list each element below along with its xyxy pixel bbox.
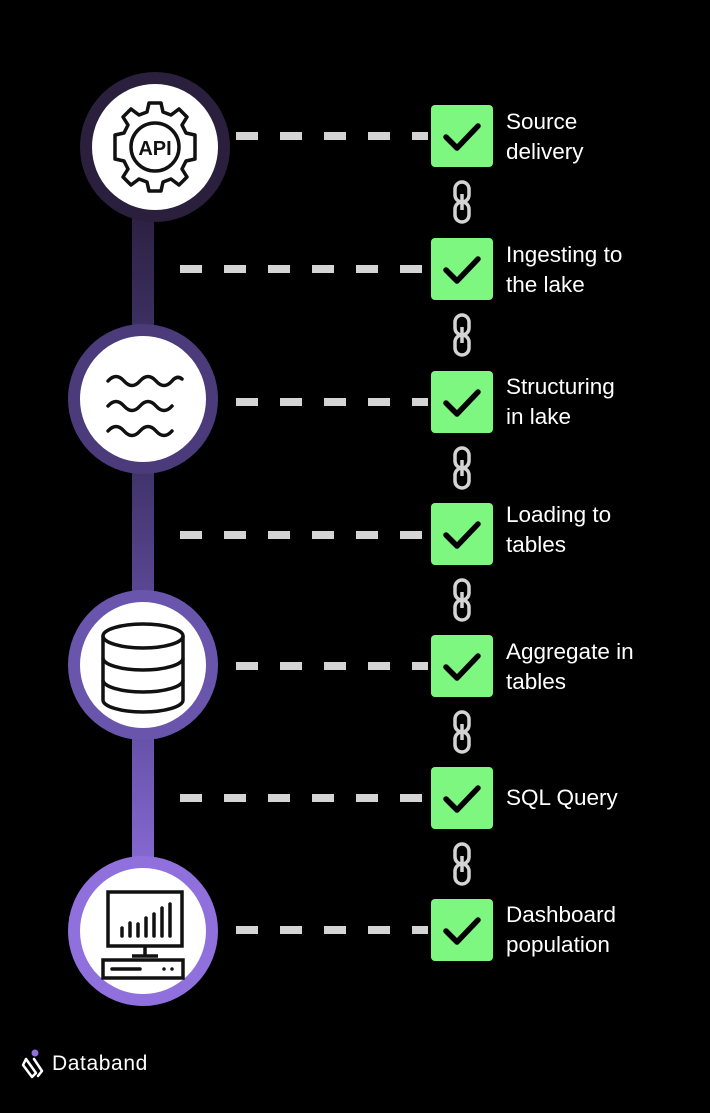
step-1-check bbox=[431, 105, 493, 167]
step-2-check bbox=[431, 238, 493, 300]
api-icon-text: API bbox=[138, 138, 171, 160]
connector-2 bbox=[180, 265, 428, 273]
chain-link-icon bbox=[453, 710, 471, 754]
step-5-label: Aggregate in tables bbox=[506, 639, 634, 694]
chain-link-icon bbox=[453, 313, 471, 357]
step-5-check bbox=[431, 635, 493, 697]
chain-link-icon bbox=[453, 180, 471, 224]
dashboard-monitor-icon bbox=[101, 890, 185, 980]
chain-link-icon bbox=[453, 446, 471, 490]
database-icon bbox=[101, 622, 185, 714]
check-icon bbox=[443, 785, 481, 813]
waves-icon bbox=[106, 374, 184, 438]
spine-segment-3 bbox=[132, 728, 154, 878]
step-4-check bbox=[431, 503, 493, 565]
brand: Databand bbox=[20, 1047, 148, 1081]
step-6-label: SQL Query bbox=[506, 785, 618, 810]
api-node: API bbox=[80, 72, 230, 222]
lake-node bbox=[68, 324, 218, 474]
chain-link-icon bbox=[453, 578, 471, 622]
check-icon bbox=[443, 917, 481, 945]
step-3-check bbox=[431, 371, 493, 433]
step-1-label: Source delivery bbox=[506, 109, 584, 164]
step-6-check bbox=[431, 767, 493, 829]
connector-1 bbox=[236, 132, 428, 140]
api-gear-icon: API bbox=[113, 101, 197, 193]
brand-name: Databand bbox=[52, 1052, 148, 1075]
database-node bbox=[68, 590, 218, 740]
connector-6 bbox=[180, 794, 428, 802]
step-4-label: Loading to tables bbox=[506, 502, 612, 557]
check-icon bbox=[443, 123, 481, 151]
check-icon bbox=[443, 256, 481, 284]
check-icon bbox=[443, 389, 481, 417]
connector-4 bbox=[180, 531, 428, 539]
connector-7 bbox=[236, 926, 428, 934]
step-3-label: Structuring in lake bbox=[506, 374, 615, 429]
check-icon bbox=[443, 653, 481, 681]
spine-segment-1 bbox=[132, 200, 154, 340]
step-7-check bbox=[431, 899, 493, 961]
connector-5 bbox=[236, 662, 428, 670]
databand-logo-icon bbox=[21, 1049, 44, 1079]
connector-3 bbox=[236, 398, 428, 406]
check-icon bbox=[443, 521, 481, 549]
chain-link-icon bbox=[453, 842, 471, 886]
dashboard-node bbox=[68, 856, 218, 1006]
step-7-label: Dashboard population bbox=[506, 902, 617, 957]
spine-segment-2 bbox=[132, 460, 154, 610]
step-2-label: Ingesting to the lake bbox=[506, 242, 623, 297]
